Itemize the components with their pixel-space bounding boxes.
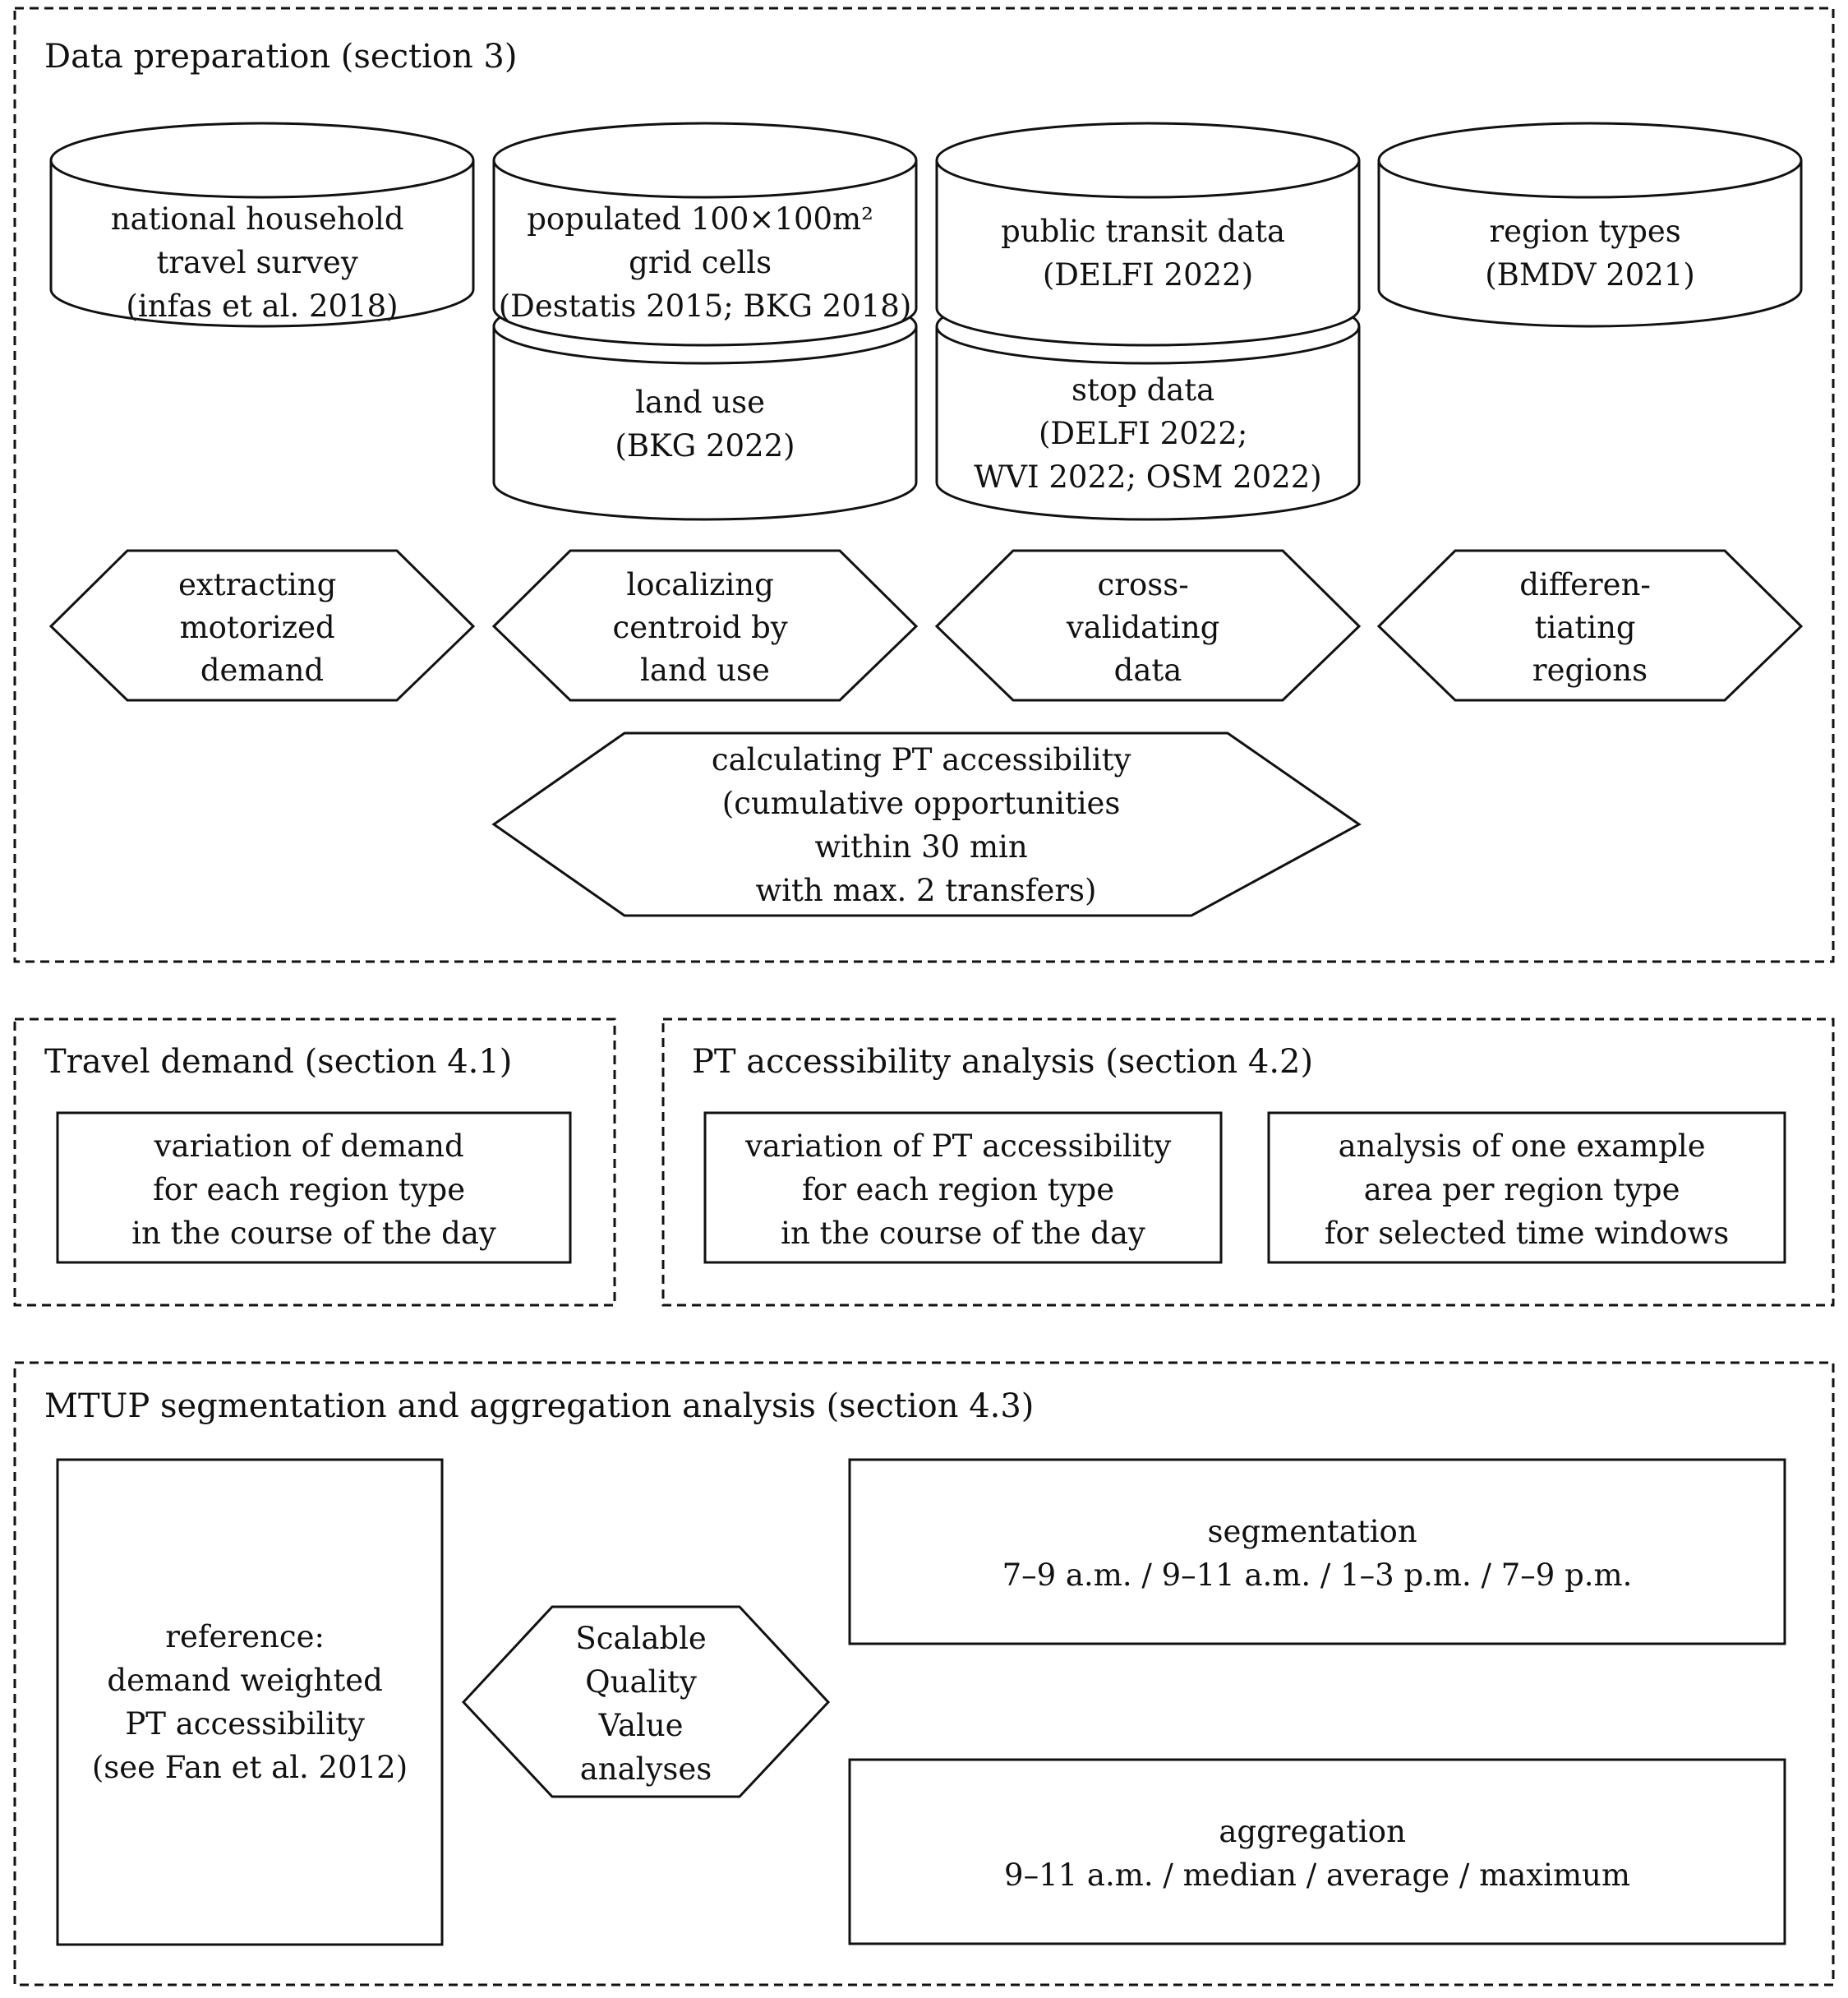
section-title-travel-demand: Travel demand (section 4.1) xyxy=(44,1043,512,1081)
example-area-box-label: analysis of one example area per region … xyxy=(1325,1128,1729,1251)
sqv-analyses-hexagon: Scalable Quality Value analyses xyxy=(461,1605,831,1798)
data-source-stop-data-label: stop data (DELFI 2022; WVI 2022; OSM 202… xyxy=(974,372,1321,495)
segmentation-box: segmentation 7–9 a.m. / 9–11 a.m. / 1–3 … xyxy=(848,1458,1786,1645)
section-frame-mtup xyxy=(13,1361,1835,1986)
process-cross-validating: cross- validating data xyxy=(934,549,1362,702)
sqv-analyses-label: Scalable Quality Value analyses xyxy=(575,1621,716,1787)
section-frame-data-preparation xyxy=(13,7,1835,963)
travel-demand-box-label: variation of demand for each region type… xyxy=(131,1128,496,1251)
data-source-grid-cells-label: populated 100×100m² grid cells (Destatis… xyxy=(499,201,912,324)
data-source-public-transit: public transit data (DELFI 2022) stop da… xyxy=(935,122,1361,521)
section-title-pt-accessibility: PT accessibility analysis (section 4.2) xyxy=(692,1043,1313,1081)
section-title-mtup: MTUP segmentation and aggregation analys… xyxy=(44,1387,1034,1425)
example-area-box: analysis of one example area per region … xyxy=(1267,1111,1786,1264)
aggregation-box: aggregation 9–11 a.m. / median / average… xyxy=(848,1758,1786,1945)
section-pt-accessibility: PT accessibility analysis (section 4.2) … xyxy=(661,1017,1835,1307)
data-source-household-survey: national household travel survey (infas … xyxy=(49,122,475,328)
process-calculating-accessibility-label: calculating PT accessibility (cumulative… xyxy=(712,742,1141,908)
data-source-region-types-label: region types (BMDV 2021) xyxy=(1485,214,1695,293)
section-frame-pt-accessibility xyxy=(661,1017,1835,1307)
process-localizing-centroid-label: localizing centroid by land use xyxy=(613,567,798,688)
reference-box: reference: demand weighted PT accessibil… xyxy=(56,1458,444,1946)
process-differentiating-regions-label: differen- tiating regions xyxy=(1519,567,1660,688)
process-extracting-demand: extracting motorized demand xyxy=(48,549,476,702)
section-data-preparation: Data preparation (section 3) national ho… xyxy=(13,7,1835,963)
process-differentiating-regions: differen- tiating regions xyxy=(1376,549,1804,702)
process-extracting-demand-label: extracting motorized demand xyxy=(178,567,346,688)
travel-demand-box: variation of demand for each region type… xyxy=(56,1111,572,1264)
process-calculating-accessibility: calculating PT accessibility (cumulative… xyxy=(491,731,1362,917)
section-mtup: MTUP segmentation and aggregation analys… xyxy=(13,1361,1835,1986)
data-source-grid-cells: populated 100×100m² grid cells (Destatis… xyxy=(492,122,918,521)
data-source-public-transit-label: public transit data (DELFI 2022) xyxy=(1001,214,1295,293)
reference-box-label: reference: demand weighted PT accessibil… xyxy=(92,1619,408,1785)
segmentation-box-label: segmentation 7–9 a.m. / 9–11 a.m. / 1–3 … xyxy=(1002,1514,1633,1593)
data-source-land-use-label: land use (BKG 2022) xyxy=(615,385,795,464)
process-cross-validating-label: cross- validating data xyxy=(1066,567,1229,688)
process-localizing-centroid: localizing centroid by land use xyxy=(491,549,919,702)
aggregation-box-label: aggregation 9–11 a.m. / median / average… xyxy=(1004,1814,1630,1893)
data-source-region-types: region types (BMDV 2021) xyxy=(1377,122,1803,328)
pt-variation-box: variation of PT accessibility for each r… xyxy=(703,1111,1223,1264)
pt-variation-box-label: variation of PT accessibility for each r… xyxy=(744,1128,1181,1251)
section-frame-travel-demand xyxy=(13,1017,616,1307)
section-travel-demand: Travel demand (section 4.1) variation of… xyxy=(13,1017,616,1307)
section-title-data-preparation: Data preparation (section 3) xyxy=(44,38,518,76)
data-source-household-survey-label: national household travel survey (infas … xyxy=(111,201,414,324)
